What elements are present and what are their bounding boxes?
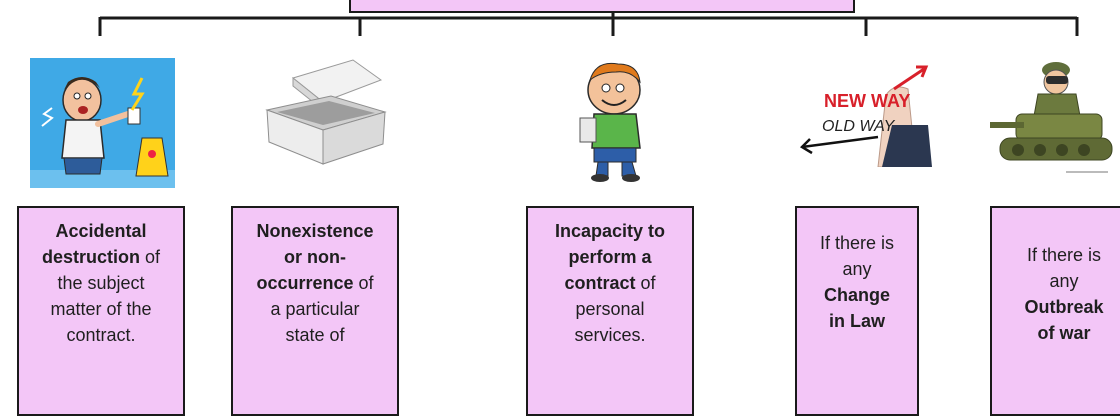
text-fragment: the subject [57,273,145,293]
bold-term: Accidental [55,221,147,241]
card-text-line: or non- [284,244,346,270]
card-text-line: personal [575,296,644,322]
text-fragment: matter of the [50,299,152,319]
card-text-line: Change [824,282,890,308]
card-text-line: of war [1037,320,1090,346]
bold-term: contract [564,273,636,293]
card-text-line: matter of the [50,296,151,322]
text-fragment: state of [285,325,345,345]
card-accidental-destruction: Accidental destruction of the subject matte… [17,206,185,416]
card-text-line: the subject [57,270,144,296]
card-text-line: contract of [564,270,655,296]
parent-title-box [349,0,855,13]
card-text-line: If there is [820,230,894,256]
bold-term: Outbreak [1024,297,1104,317]
bold-term: in Law [828,311,885,331]
text-fragment: of [635,273,656,293]
text-fragment: any [1049,271,1079,291]
card-text-line: Accidental [55,218,146,244]
bold-term: occurrence [256,273,354,293]
card-text-line: contract. [66,322,135,348]
new-way-old-way-illustration: NEW WAY OLD WAY [798,55,932,167]
card-text-line: occurrence of [256,270,373,296]
card-text-line: Nonexistence [256,218,373,244]
bold-term: destruction [41,247,140,267]
text-fragment: contract. [66,325,136,345]
text-fragment: of [353,273,374,293]
bold-term: of war [1037,323,1091,343]
card-text-line: in Law [829,308,885,334]
text-fragment: a particular [270,299,360,319]
electric-shock-illustration [30,58,175,188]
bold-term: Change [823,285,890,305]
text-fragment: If there is [1026,245,1102,265]
card-text-line: destruction of [42,244,160,270]
card-nonexistence: Nonexistence or non-occurrence of a partic… [231,206,399,416]
card-text-line: Outbreak [1024,294,1103,320]
old-way-sign: OLD WAY [822,118,896,135]
card-incapacity: Incapacity to perform a contract of persona… [526,206,694,416]
text-fragment: If there is [819,233,895,253]
card-text-line: a particular [270,296,359,322]
bold-term: perform a [568,247,652,267]
card-text-line: services. [574,322,645,348]
text-fragment: of [140,247,161,267]
card-text-line: perform a [568,244,651,270]
text-fragment: personal [575,299,645,319]
bold-term: Nonexistence [256,221,374,241]
card-text-line: any [1049,268,1078,294]
empty-box-illustration [253,52,399,170]
bold-term: or non- [284,247,346,267]
card-text-line: state of [285,322,344,348]
card-text-line: any [842,256,871,282]
card-text-line: Incapacity to [555,218,665,244]
soldier-on-tank-illustration [990,54,1120,182]
new-way-sign: NEW WAY [824,91,910,111]
card-text-line: If there is [1027,242,1101,268]
text-fragment: any [842,259,872,279]
text-fragment: services. [574,325,646,345]
child-cartoon-illustration [556,56,666,184]
bold-term: Incapacity to [554,221,666,241]
